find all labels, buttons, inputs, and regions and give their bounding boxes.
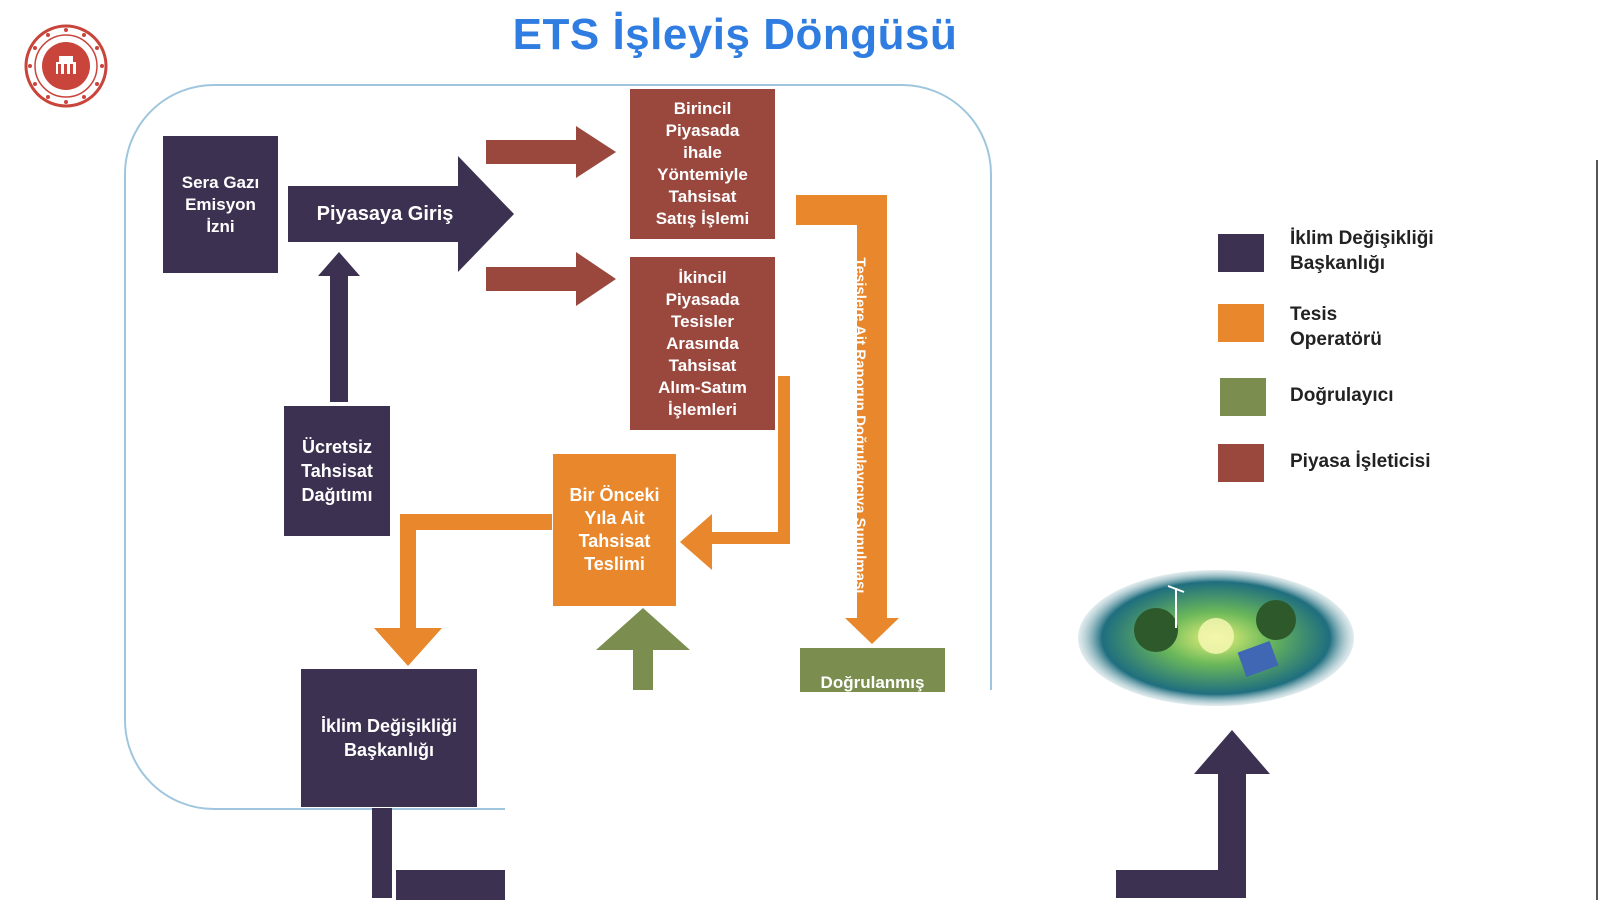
right-edge-line [1596,160,1598,900]
slide-title: ETS İşleyiş Döngüsü [512,10,958,59]
clip-mask [505,690,1105,900]
free-allocation-up-arrow-shaft [330,276,348,402]
ministry-box: İklim Değişikliği Başkanlığı [301,669,477,807]
verifier-up-arrow-shaft [633,648,653,692]
verifier-up-arrow-head [596,608,690,650]
legend-label-verifier: Doğrulayıcı [1290,385,1394,406]
primary-market-arrow-head [576,126,616,178]
legend-swatch-ministry [1218,234,1264,272]
market-entry-arrow [288,156,514,272]
globe-up-arrow [1116,768,1246,898]
legend-swatch-verifier [1220,378,1266,416]
green-earth-icon [1076,568,1356,708]
free-allocation-box: Ücretsiz Tahsisat Dağıtımı [284,406,390,536]
legend-label-market: Piyasa İşleticisi [1290,451,1431,472]
ministry-bottom-connector [396,870,506,900]
surrender-to-ministry-arrow [400,514,552,630]
market-entry-label: Piyasaya Giriş [316,203,454,225]
secondary-market-box: İkincil Piyasada Tesisler Arasında Tahsi… [630,257,775,430]
surrender-box: Bir Önceki Yıla Ait Tahsisat Teslimi [553,454,676,606]
report-arrow-label-wrap: Tesislere Ait Raporun Doğrulayıcıya Sunu… [847,220,873,630]
secondary-to-surrender-arrow [712,376,790,544]
report-arrow-label: Tesislere Ait Raporun Doğrulayıcıya Sunu… [851,257,869,593]
institution-seal-icon [24,24,108,108]
verified-box: Doğrulanmış [800,648,945,692]
primary-market-box: Birincil Piyasada ihale Yöntemiyle Tahsi… [630,89,775,239]
legend-label-operator: Tesis Operatörü [1290,304,1382,350]
permit-box: Sera Gazı Emisyon İzni [163,136,278,273]
report-arrow-head [845,618,899,644]
ministry-down-connector [372,808,392,898]
free-allocation-up-arrow-head [318,252,360,276]
secondary-market-arrow-head [576,252,616,306]
secondary-market-arrow-shaft [486,267,576,291]
surrender-to-ministry-arrow-head [374,628,442,666]
report-arrow [796,195,887,620]
secondary-to-surrender-arrow-head [680,514,712,570]
primary-market-arrow-shaft [486,140,576,164]
legend-label-ministry: İklim Değişikliği Başkanlığı [1290,228,1434,274]
legend-swatch-market [1218,444,1264,482]
globe-up-arrow-head [1194,730,1270,774]
legend-swatch-operator [1218,304,1264,342]
